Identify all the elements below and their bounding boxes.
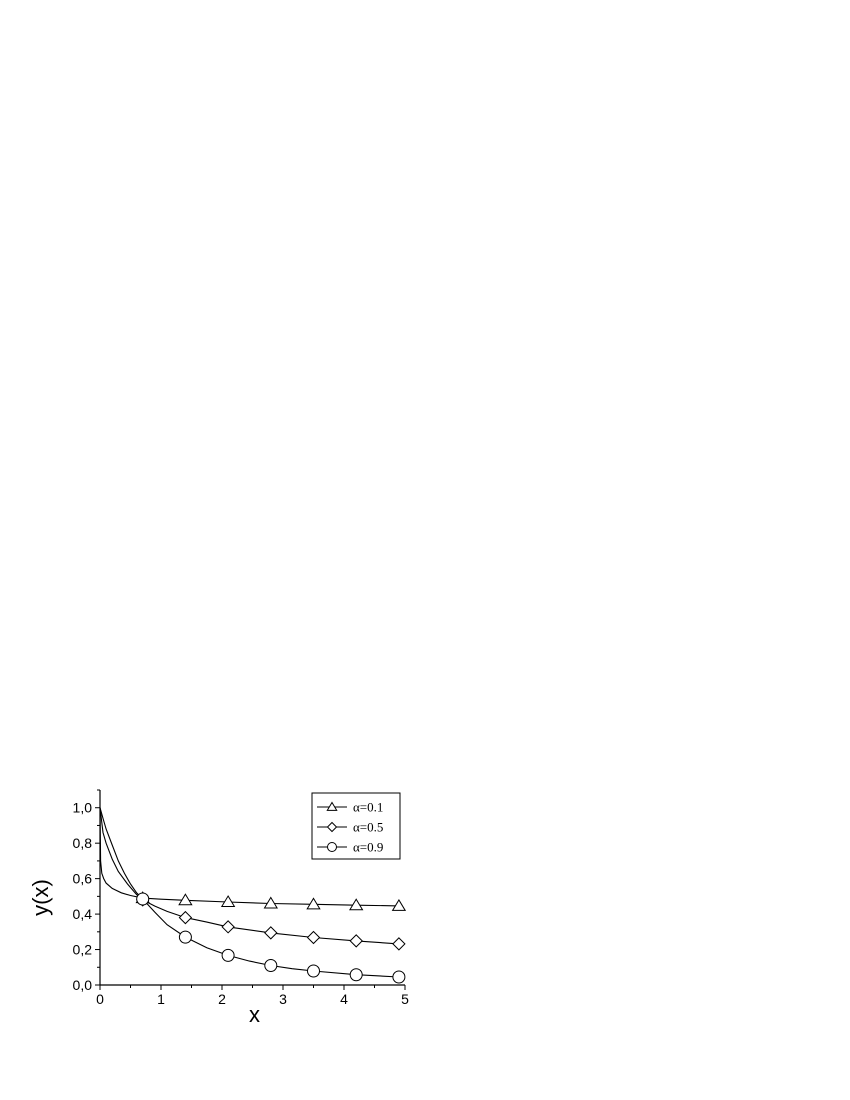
x-tick-label: 2 (218, 991, 226, 1007)
x-tick-label: 3 (279, 991, 287, 1007)
circle-marker (221, 948, 235, 962)
x-axis-title: x (249, 1002, 260, 1027)
legend-entry: α=0.1 (317, 800, 383, 815)
legend-label: α=0.5 (353, 820, 383, 835)
x-tick-label: 5 (401, 991, 409, 1007)
diamond-marker (306, 930, 321, 945)
series-line (99, 807, 399, 978)
triangle-marker (391, 898, 407, 911)
circle-marker (307, 964, 320, 978)
legend-entry: α=0.9 (317, 840, 383, 855)
x-axis: 0 1 2 3 4 5 (96, 985, 409, 1007)
triangle-marker (349, 898, 364, 911)
series-line (99, 807, 399, 945)
y-axis: 0,0 0,2 0,4 0,6 0,8 1,0 (73, 789, 100, 993)
diamond-marker (178, 910, 193, 925)
circle-marker (327, 842, 337, 852)
diamond-marker (392, 937, 406, 951)
y-tick-label: 0,8 (73, 835, 93, 851)
series-layer (99, 807, 407, 984)
series-circle (99, 807, 406, 984)
y-tick-label: 0,6 (73, 871, 93, 887)
circle-marker (178, 930, 192, 944)
x-tick-label: 4 (340, 991, 348, 1007)
circle-marker (264, 959, 278, 972)
circle-marker (136, 892, 150, 906)
diamond-marker (349, 934, 363, 948)
triangle-marker (263, 896, 278, 909)
y-tick-label: 1,0 (73, 800, 93, 816)
legend-label: α=0.1 (353, 800, 383, 815)
circle-marker (392, 970, 406, 984)
diamond-marker (221, 920, 235, 934)
diamond-marker (264, 926, 278, 940)
legend-label: α=0.9 (353, 840, 383, 855)
x-tick-label: 1 (157, 991, 165, 1007)
diamond-marker (326, 821, 338, 833)
y-tick-label: 0,2 (73, 942, 93, 958)
circle-marker (349, 968, 363, 982)
triangle-marker (220, 895, 236, 908)
triangle-marker (178, 893, 193, 906)
triangle-marker (326, 801, 338, 811)
y-tick-label: 0,4 (73, 906, 93, 922)
triangle-marker (306, 897, 321, 910)
y-tick-label: 0,0 (73, 977, 93, 993)
legend: α=0.1 α=0.5 α=0.9 (311, 792, 401, 860)
legend-box (311, 792, 401, 860)
y-axis-title: y(x) (28, 879, 53, 916)
x-tick-label: 0 (96, 991, 104, 1007)
legend-entry: α=0.5 (317, 820, 383, 835)
